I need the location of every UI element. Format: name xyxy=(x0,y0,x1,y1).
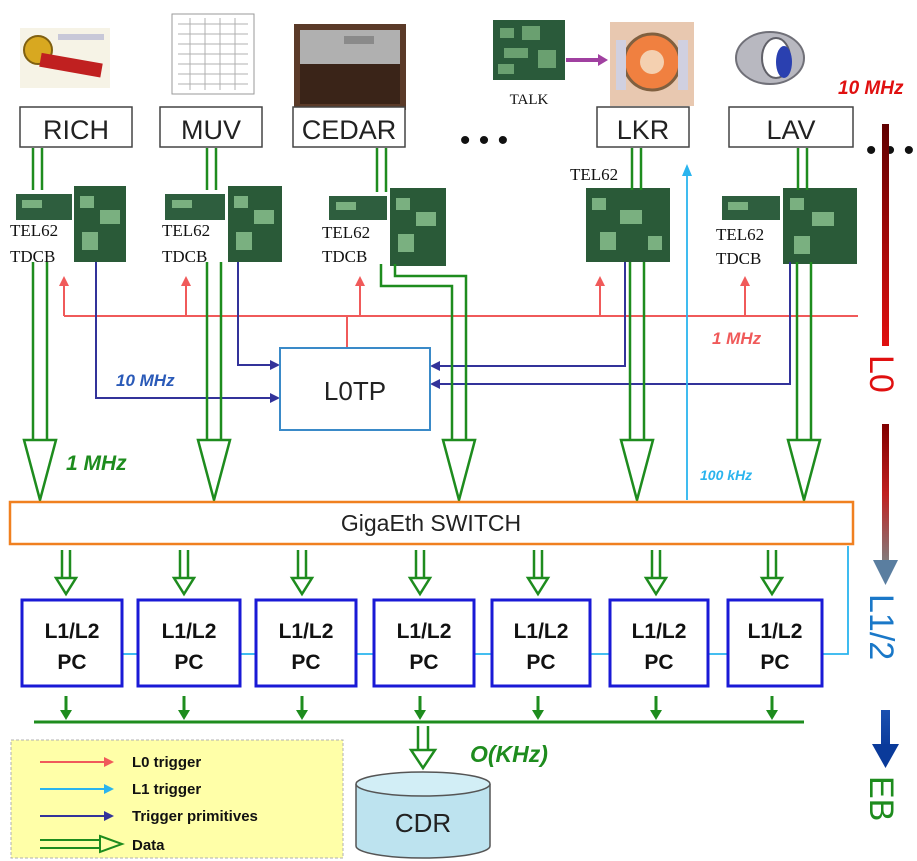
board-lav-line1: TEL62 xyxy=(716,225,764,244)
l0-trigger-arrowheads xyxy=(59,276,750,286)
switch-label: GigaEth SWITCH xyxy=(341,510,521,536)
pc-node-5-line1: L1/L2 xyxy=(514,620,569,643)
detector-lkr: LKR xyxy=(596,106,690,148)
rate-l0-out: 1 MHz xyxy=(712,329,762,348)
lav-detector-image xyxy=(735,22,815,94)
pc-node-6: L1/L2 PC xyxy=(608,598,710,688)
l1-trigger-arrowhead xyxy=(682,164,692,176)
readout-board-images xyxy=(16,186,857,266)
board-lkr-line1: TEL62 xyxy=(570,165,618,184)
rich-detector-image xyxy=(20,28,110,88)
detector-lav: LAV xyxy=(728,106,854,148)
pc-output-bus xyxy=(34,696,804,724)
talk-label: TALK xyxy=(510,92,549,108)
pc-node-5: L1/L2 PC xyxy=(490,598,592,688)
ellipsis-dots: • • • xyxy=(460,124,508,157)
board-image-muv xyxy=(165,186,282,262)
pc-node-4: L1/L2 PC xyxy=(372,598,476,688)
stage-label-eb: EB xyxy=(862,776,900,821)
detector-lav-label: LAV xyxy=(766,115,815,145)
detector-muv: MUV xyxy=(159,106,263,148)
legend-label-l1: L1 trigger xyxy=(132,781,201,798)
rate-top: 10 MHz xyxy=(838,78,904,99)
data-links-detector-to-board xyxy=(31,148,809,192)
stage-bar-l0-bottom xyxy=(882,424,889,564)
stage-bar-l0-top xyxy=(882,124,889,346)
pc-node-6-line1: L1/L2 xyxy=(632,620,687,643)
pc-node-2-line1: L1/L2 xyxy=(162,620,217,643)
legend-label-primitives: Trigger primitives xyxy=(132,808,258,825)
rate-output: O(KHz) xyxy=(470,741,548,767)
pc-node-5-line2: PC xyxy=(526,651,555,674)
legend-label-data: Data xyxy=(132,837,165,854)
board-image-rich xyxy=(16,186,126,262)
pc-node-6-line2: PC xyxy=(644,651,673,674)
pc-node-4-line1: L1/L2 xyxy=(397,620,452,643)
detector-lkr-label: LKR xyxy=(617,115,670,145)
board-muv-line1: TEL62 xyxy=(162,221,210,240)
l0tp-box: L0TP xyxy=(279,347,431,431)
muv-detector-image xyxy=(171,13,255,95)
cdr-label: CDR xyxy=(395,808,451,838)
pc-node-1-line1: L1/L2 xyxy=(45,620,100,643)
detector-cedar: CEDAR xyxy=(292,106,406,148)
rate-primitives: 10 MHz xyxy=(116,371,175,390)
legend-item-data: Data xyxy=(40,834,165,854)
legend-item-l0-trigger: L0 trigger xyxy=(40,754,201,771)
cdr-storage: CDR xyxy=(355,771,491,859)
cedar-detector-image xyxy=(294,24,406,110)
pc-output-arrowheads xyxy=(60,710,778,720)
board-cedar-line1: TEL62 xyxy=(322,223,370,242)
l0-trigger-lines xyxy=(63,284,858,348)
pc-node-7-line2: PC xyxy=(760,651,789,674)
board-image-cedar xyxy=(329,188,446,266)
board-rich-line1: TEL62 xyxy=(10,221,58,240)
rate-l1: 100 kHz xyxy=(700,467,752,483)
talk-board-image xyxy=(493,20,565,80)
primitive-lines xyxy=(95,262,791,399)
legend: L0 trigger L1 trigger Trigger primitives… xyxy=(10,739,344,859)
detector-rich: RICH xyxy=(19,106,133,148)
gigaeth-switch: GigaEth SWITCH xyxy=(8,500,855,546)
detector-cedar-label: CEDAR xyxy=(302,115,397,145)
detector-rich-label: RICH xyxy=(43,115,109,145)
stage-bar-eb xyxy=(881,710,890,748)
pc-node-4-line2: PC xyxy=(409,651,438,674)
data-links-switch-to-pc xyxy=(53,550,785,597)
l0tp-label: L0TP xyxy=(324,376,386,406)
primitive-arrowheads xyxy=(270,360,440,403)
legend-item-primitives: Trigger primitives xyxy=(40,808,258,825)
pc-node-1: L1/L2 PC xyxy=(20,598,124,688)
l1-trigger-lines xyxy=(122,170,849,655)
pc-nodes: L1/L2 PC L1/L2 PC L1/L2 PC L1/L2 PC L1/L… xyxy=(20,598,824,688)
board-rich-line2: TDCB xyxy=(10,247,55,266)
data-links-board-to-switch xyxy=(22,262,822,505)
board-image-lkr xyxy=(586,188,670,262)
pc-node-2-line2: PC xyxy=(174,651,203,674)
data-link-to-cdr xyxy=(408,726,438,771)
ellipsis-dots-right: • • • xyxy=(866,134,914,167)
legend-label-l0: L0 trigger xyxy=(132,754,201,771)
board-image-lav xyxy=(722,188,857,264)
board-muv-line2: TDCB xyxy=(162,247,207,266)
pc-node-7: L1/L2 PC xyxy=(726,598,824,688)
pc-node-1-line2: PC xyxy=(57,651,86,674)
pc-node-7-line1: L1/L2 xyxy=(748,620,803,643)
pc-node-2: L1/L2 PC xyxy=(136,598,242,688)
pc-node-3: L1/L2 PC xyxy=(254,598,358,688)
stage-arrow-l12 xyxy=(873,560,898,585)
stage-label-l0: L0 xyxy=(862,355,900,393)
pc-node-3-line1: L1/L2 xyxy=(279,620,334,643)
lkr-detector-image xyxy=(610,22,694,106)
stage-arrow-eb xyxy=(872,744,899,768)
legend-item-l1-trigger: L1 trigger xyxy=(40,781,201,798)
board-cedar-line2: TDCB xyxy=(322,247,367,266)
pc-node-3-line2: PC xyxy=(291,651,320,674)
rate-data: 1 MHz xyxy=(66,452,127,475)
board-lav-line2: TDCB xyxy=(716,249,761,268)
detector-muv-label: MUV xyxy=(181,115,241,145)
talk-to-lkr-arrow xyxy=(566,54,608,66)
stage-label-l12: L1/2 xyxy=(862,594,900,660)
